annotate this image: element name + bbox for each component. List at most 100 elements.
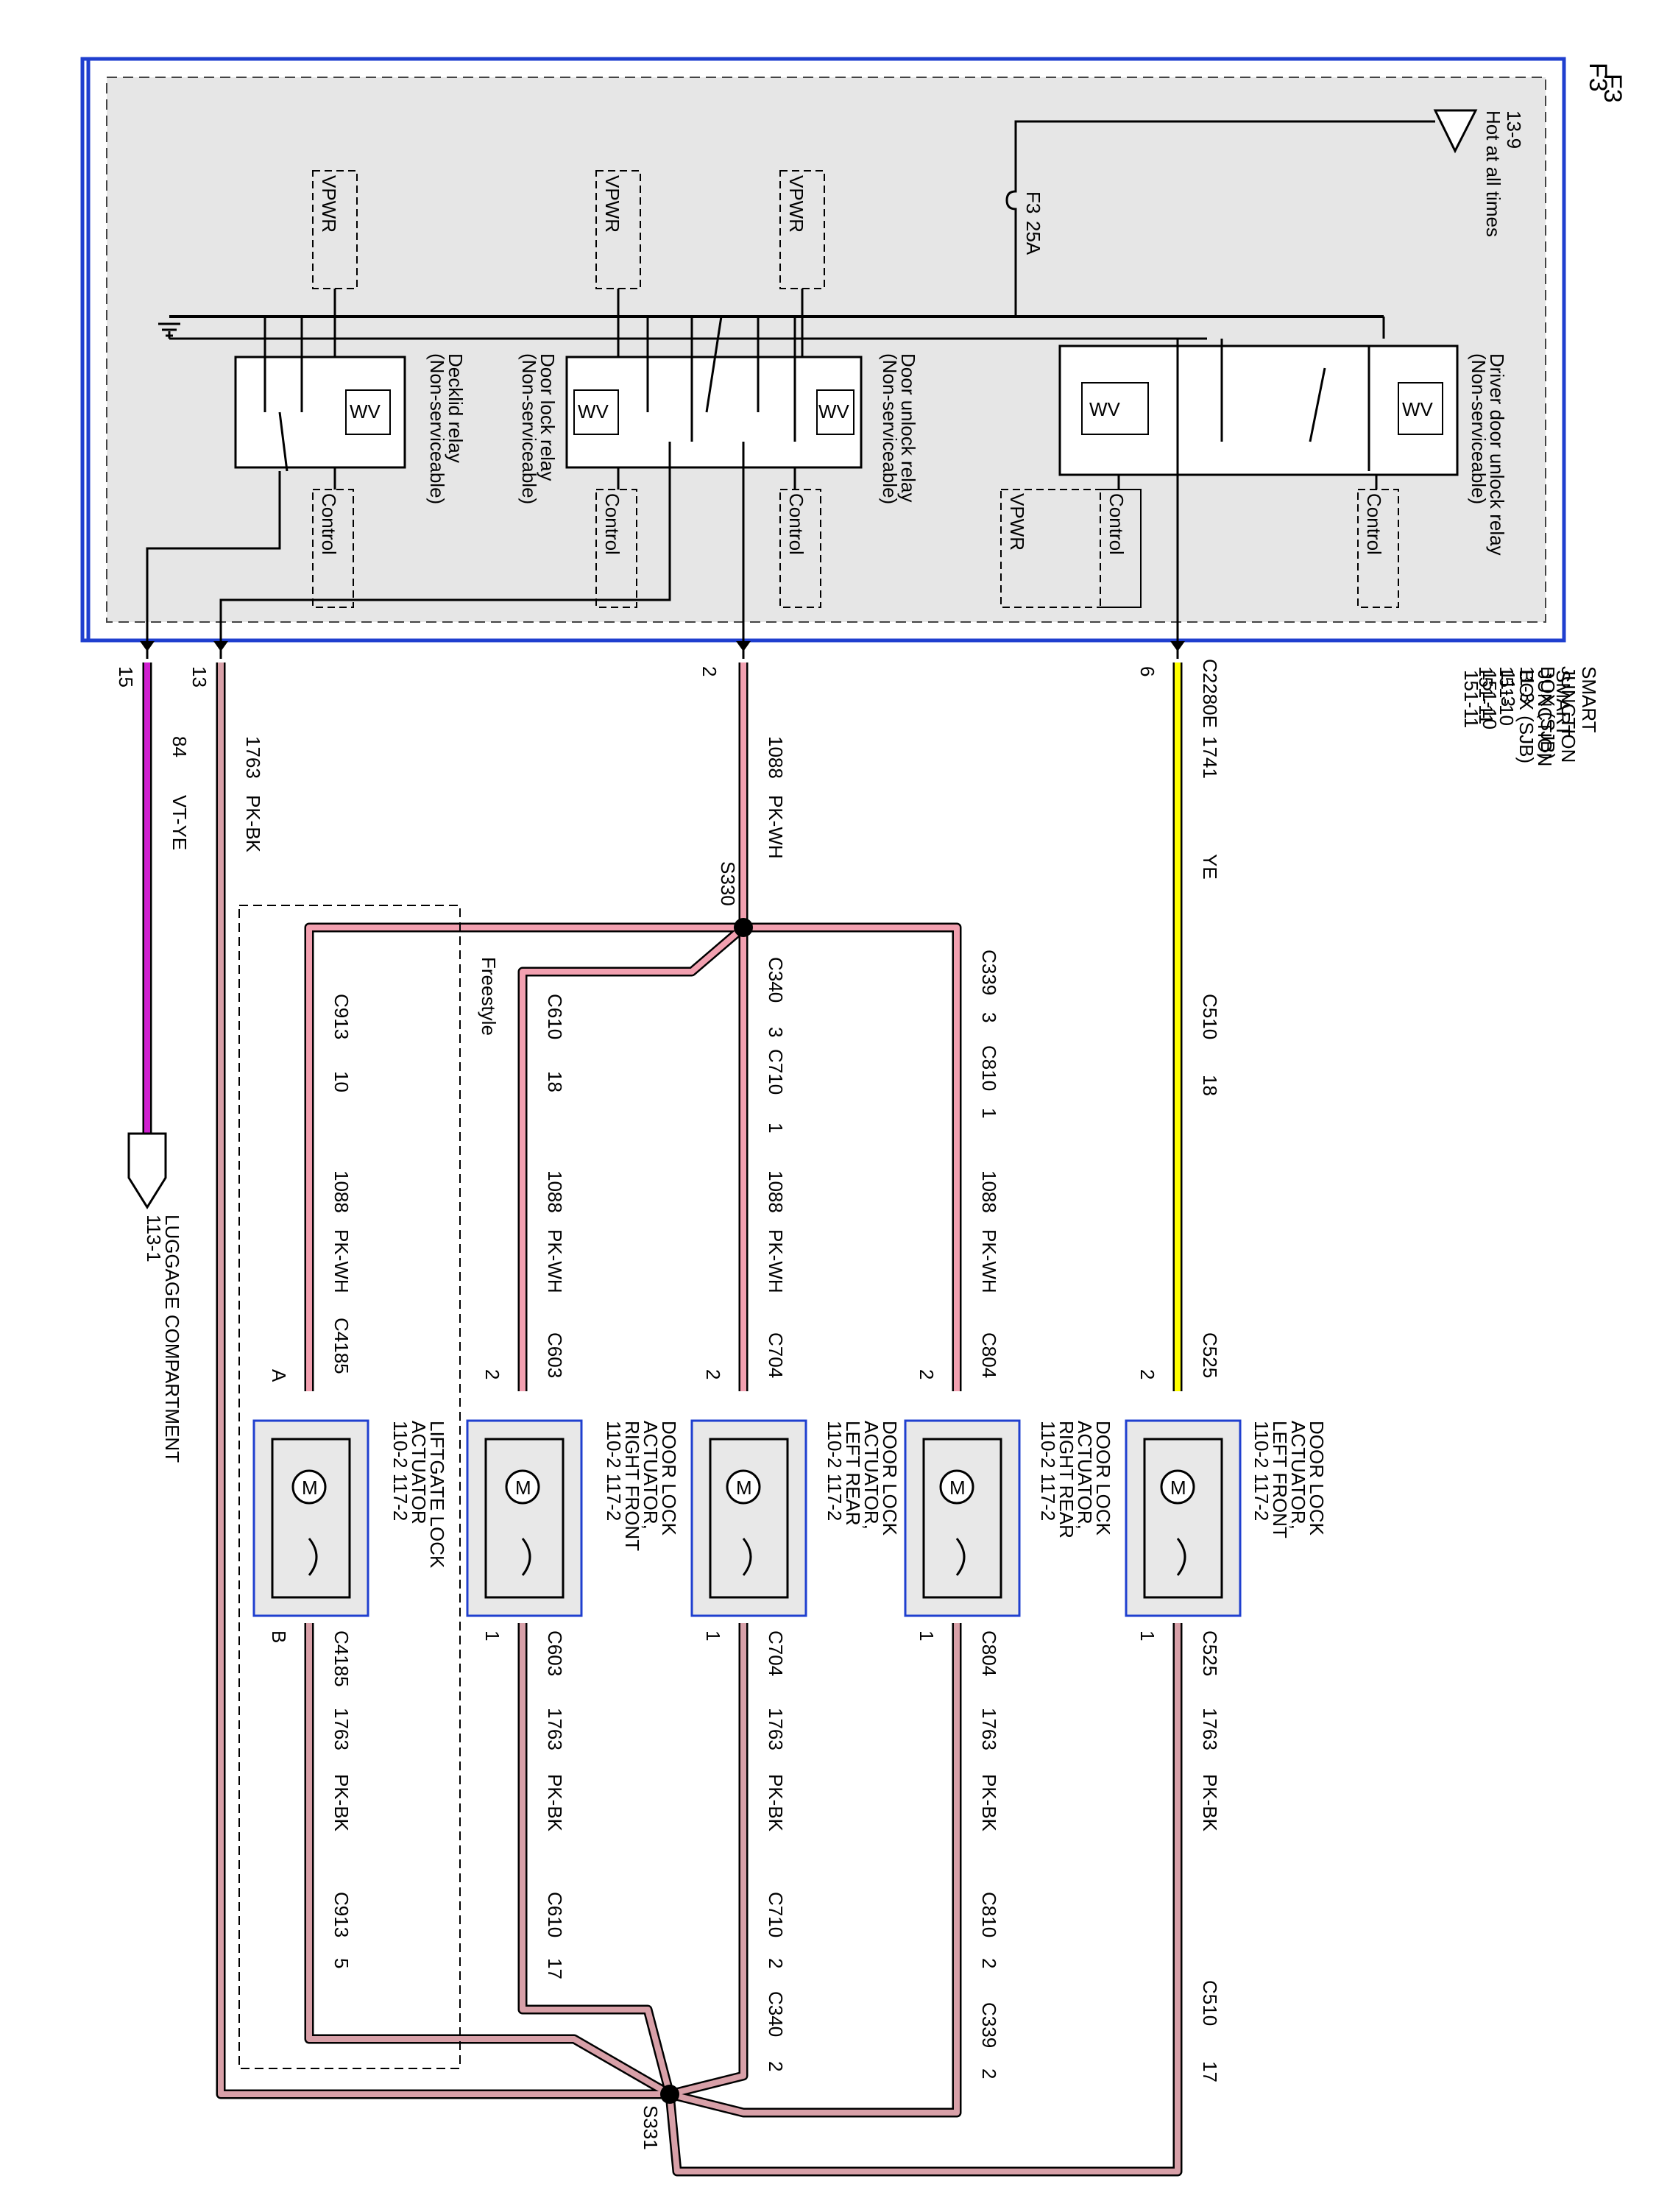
sjb-ref-3: 151-11 [1475, 666, 1497, 724]
act-rr-line3: RIGHT REAR [1055, 1421, 1078, 1538]
wire-1763-pk-bk [216, 662, 1183, 2177]
w1763-lf-circuit: 1763 [1199, 1708, 1221, 1750]
luggage-connector-icon [127, 1132, 167, 1209]
conn-c704-top: C704 [765, 1332, 787, 1378]
conn-c510-p18: 18 [1199, 1075, 1221, 1096]
relay-name-driver: Driver door unlock relay [1486, 353, 1508, 556]
w84-color: VT-YE [169, 795, 191, 850]
sjb-title-3: BOX (SJB) [1515, 670, 1538, 763]
act-lg-refs: 110-2 117-2 [389, 1421, 411, 1521]
w1763-rr-color: PK-BK [978, 1774, 1000, 1832]
sjb-connector: C2280E [1199, 659, 1221, 728]
splice-s331 [660, 2085, 679, 2104]
relay-note-driver: (Non-serviceable) [1468, 353, 1490, 504]
lock-latch-icon [742, 1538, 752, 1576]
svg-text:WV: WV [578, 400, 609, 423]
hot-at-all-times-ref: 13-9 [1503, 110, 1525, 149]
w1088-circuit-main: 1088 [765, 736, 787, 779]
svg-text:WV: WV [818, 400, 850, 423]
w1088-lg-circuit: 1088 [330, 1170, 353, 1213]
freestyle-region [238, 905, 461, 2069]
w1763-lr-circuit: 1763 [765, 1708, 787, 1750]
svg-text:WV: WV [1402, 398, 1434, 420]
w1088-color-main: PK-WH [765, 795, 787, 859]
svg-text:Control: Control [318, 493, 340, 555]
conn-c4185-top: C4185 [330, 1318, 353, 1374]
w1763-color-main: PK-BK [242, 795, 264, 853]
conn-c710-p1: 1 [765, 1123, 787, 1133]
luggage-label: LUGGAGE COMPARTMENT [161, 1215, 183, 1463]
motor-icon [505, 1469, 540, 1505]
svg-text:WV: WV [350, 400, 381, 423]
conn-c810-low: C810 [978, 1892, 1000, 1937]
sjb-ref-2: 151-10 [1496, 666, 1518, 726]
sjb-title-ref-2: 151-10 [1479, 670, 1501, 729]
ground-bus-line [169, 317, 1385, 340]
conn-c525-top-pin: 2 [1136, 1369, 1158, 1379]
w1763-lr-color: PK-BK [765, 1774, 787, 1832]
conn-c804-top-pin: 2 [916, 1369, 938, 1379]
conn-c913-low: C913 [330, 1892, 353, 1937]
svg-text:Control: Control [1105, 493, 1128, 555]
motor-icon [291, 1469, 327, 1505]
relay-note-lock: (Non-serviceable) [518, 353, 540, 504]
actuator-left-front: M [1125, 1419, 1242, 1617]
lock-latch-icon [955, 1538, 966, 1576]
conn-c510: C510 [1199, 994, 1221, 1039]
w1741-circuit: 1741 [1199, 736, 1221, 779]
conn-c913-p5: 5 [330, 1958, 353, 1968]
relay-box-unlock-lock: WV WV [565, 316, 863, 469]
conn-c810: C810 [978, 1045, 1000, 1091]
sjb-name-block: SMART JUNCTION BOX (SJB) 11-3 151-10 151… [1475, 666, 1600, 763]
conn-c339-p3: 3 [978, 1012, 1000, 1022]
conn-c913-p10: 10 [330, 1071, 353, 1092]
lock-latch-icon [308, 1538, 318, 1576]
fuse-feed [1005, 120, 1435, 317]
act-lr-line2: ACTUATOR, [860, 1421, 882, 1530]
conn-c710-low: C710 [765, 1892, 787, 1937]
conn-c810-p1: 1 [978, 1108, 1000, 1118]
conn-c610-p18: 18 [544, 1071, 566, 1092]
page-label-f3: F3 [1599, 74, 1627, 103]
act-rf-line1: DOOR LOCK [658, 1421, 680, 1536]
w1763-rr-circuit: 1763 [978, 1708, 1000, 1750]
conn-c525-top: C525 [1199, 1332, 1221, 1378]
actuator-liftgate: M [252, 1419, 369, 1617]
act-lf-line3: LEFT FRONT [1269, 1421, 1291, 1538]
conn-c340: C340 [765, 957, 787, 1003]
conn-c4185-bot-pin: B [268, 1630, 290, 1643]
sjb-name-2: JUNCTION [1557, 666, 1579, 763]
sjb-title-ref-3: 151-11 [1460, 670, 1482, 728]
act-rf-line3: RIGHT FRONT [621, 1421, 643, 1551]
svg-text:M: M [949, 1477, 966, 1499]
relay-name-lock: Door lock relay [537, 353, 559, 481]
act-lg-line1: LIFTGATE LOCK [426, 1421, 448, 1569]
sjb-title-1: SMART [1552, 670, 1574, 737]
w1088-rr-circuit: 1088 [978, 1170, 1000, 1213]
vpwr-box-driver: VPWR [1000, 489, 1142, 608]
w1088-rf-color: PK-WH [544, 1229, 566, 1293]
conn-c603-bot: C603 [544, 1630, 566, 1676]
relay-note-unlock: (Non-serviceable) [879, 353, 901, 504]
conn-c610-p17: 17 [544, 1958, 566, 1979]
w1763-rf-color: PK-BK [544, 1774, 566, 1832]
conn-c710: C710 [765, 1049, 787, 1095]
lock-latch-icon [1176, 1538, 1186, 1576]
lead-pin13 [219, 442, 671, 659]
svg-text:VPWR: VPWR [785, 175, 807, 233]
conn-c340-p3: 3 [765, 1027, 787, 1037]
relay-note-decklid: (Non-serviceable) [426, 353, 448, 504]
motor-icon [939, 1469, 974, 1505]
conn-c610-low: C610 [544, 1892, 566, 1937]
w1088-lr-circuit: 1088 [765, 1170, 787, 1213]
svg-text:Control: Control [785, 493, 807, 555]
conn-c603-top: C603 [544, 1332, 566, 1378]
conn-c4185-top-pin: A [268, 1369, 290, 1382]
act-lr-line1: DOOR LOCK [879, 1421, 901, 1536]
act-lr-refs: 110-2 117-2 [824, 1421, 846, 1521]
sjb-title-ref-1: 11-3 [1497, 670, 1519, 707]
act-rr-refs: 110-2 117-2 [1037, 1421, 1059, 1521]
w1763-lg-color: PK-BK [330, 1774, 353, 1832]
conn-c339: C339 [978, 950, 1000, 995]
